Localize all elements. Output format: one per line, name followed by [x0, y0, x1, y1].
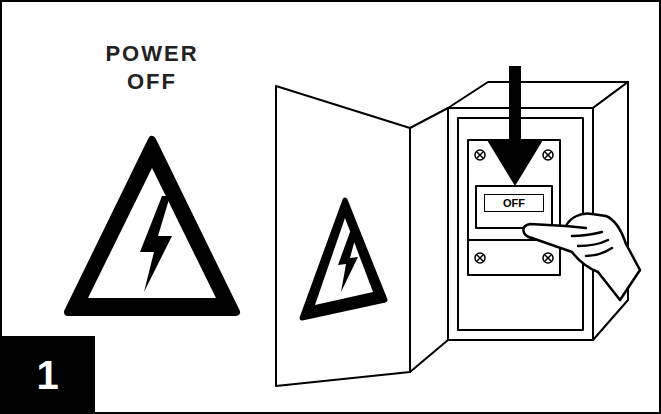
step-square	[0, 336, 95, 414]
door-warning-triangle	[302, 200, 385, 318]
down-arrow	[487, 66, 543, 186]
warning-heading: POWER OFF	[80, 40, 224, 96]
step-number-box: 1	[0, 336, 95, 414]
step-number: 1	[36, 353, 58, 398]
breaker-label: OFF	[484, 194, 544, 212]
pointing-hand	[523, 214, 640, 300]
switch-state: OFF	[503, 197, 525, 209]
warning-triangle	[68, 140, 236, 312]
